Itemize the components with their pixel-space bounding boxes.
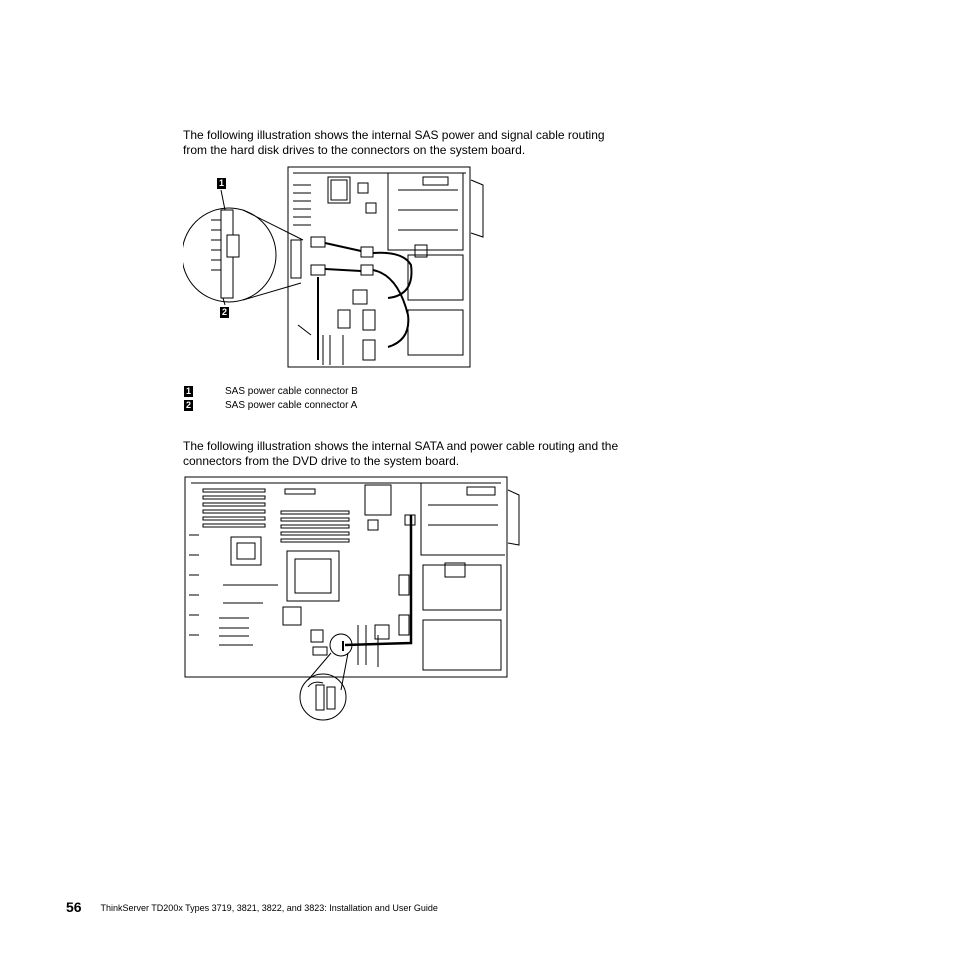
page-number: 56 bbox=[66, 899, 82, 915]
sata-cable-routing-illustration bbox=[183, 475, 523, 730]
legend-item: 1 SAS power cable connector B bbox=[184, 386, 358, 398]
legend-text: SAS power cable connector B bbox=[225, 386, 358, 397]
legend-number: 1 bbox=[184, 386, 193, 397]
legend-number: 2 bbox=[184, 400, 193, 411]
legend-item: 2 SAS power cable connector A bbox=[184, 400, 357, 412]
page-footer: 56 ThinkServer TD200x Types 3719, 3821, … bbox=[66, 899, 438, 917]
sas-cable-routing-paragraph: The following illustration shows the int… bbox=[183, 128, 605, 157]
callout-2: 2 bbox=[220, 307, 229, 318]
sas-cable-routing-illustration bbox=[181, 165, 488, 370]
legend-text: SAS power cable connector A bbox=[225, 400, 358, 411]
sata-cable-routing-paragraph: The following illustration shows the int… bbox=[183, 439, 619, 468]
callout-1: 1 bbox=[217, 178, 226, 189]
footer-title: ThinkServer TD200x Types 3719, 3821, 382… bbox=[100, 903, 438, 913]
